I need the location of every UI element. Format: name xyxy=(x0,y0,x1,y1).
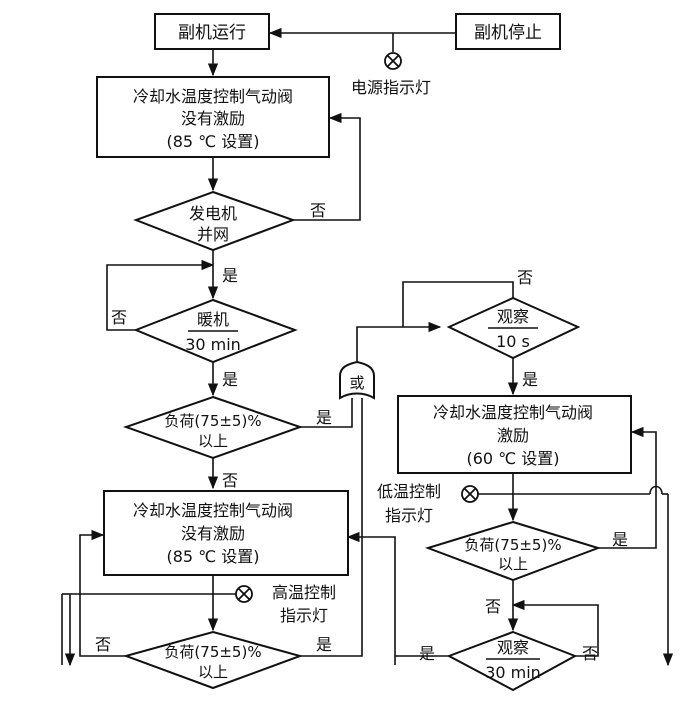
arrow-warmup-no-loop xyxy=(106,259,215,331)
arrow-observe30-no-loop xyxy=(511,599,599,657)
label-no-warmup: 否 xyxy=(111,308,127,327)
node-box-right: 冷却水温度控制气动阀 激励 (60 ℃ 设置) xyxy=(397,395,632,474)
box-mid-line-3: (85 ℃ 设置) xyxy=(167,547,260,566)
load1-line-1: 负荷(75±5)% xyxy=(164,412,261,430)
line-observe10-no-loop xyxy=(402,281,514,327)
load1-line-2: 以上 xyxy=(198,432,228,450)
label-no-generator: 否 xyxy=(310,201,326,220)
label-no-load1: 否 xyxy=(222,471,238,490)
node-aux-stop: 副机停止 xyxy=(455,13,561,50)
load2-line-1: 负荷(75±5)% xyxy=(164,643,261,661)
label-yes-generator: 是 xyxy=(222,266,238,285)
or-gate-label: 或 xyxy=(349,374,364,392)
arrow-load2-no-loop xyxy=(79,529,126,657)
observe30-line-1: 观察 xyxy=(497,638,529,657)
arrow-load3-yes-loop xyxy=(598,426,657,549)
low-temp-lamp-label-2: 指示灯 xyxy=(385,506,433,525)
high-temp-lamp-label-2: 指示灯 xyxy=(280,606,328,625)
arrow-generator-no-loop xyxy=(293,112,361,221)
label-no-observe30: 否 xyxy=(582,644,598,663)
label-yes-load2: 是 xyxy=(316,635,332,654)
box-right-line-3: (60 ℃ 设置) xyxy=(467,449,560,468)
observe30-line-2: 30 min xyxy=(485,663,541,682)
load3-line-1: 负荷(75±5)% xyxy=(464,536,561,554)
box-right-line-1: 冷却水温度控制气动阀 xyxy=(433,403,593,422)
label-yes-warmup: 是 xyxy=(222,370,238,389)
connectors xyxy=(61,27,674,667)
box-mid-line-1: 冷却水温度控制气动阀 xyxy=(133,501,293,520)
or-gate: 或 xyxy=(339,360,375,400)
observe10-line-1: 观察 xyxy=(497,307,529,326)
warmup-line-1: 暖机 xyxy=(197,310,229,329)
node-box-top: 冷却水温度控制气动阀 没有激励 (85 ℃ 设置) xyxy=(96,76,330,158)
label-yes-observe30: 是 xyxy=(419,644,435,663)
box-right-line-2: 激励 xyxy=(497,426,529,445)
box-top-line-1: 冷却水温度控制气动阀 xyxy=(133,87,293,106)
high-temp-lamp-icon xyxy=(235,585,253,603)
decision-warmup: 暖机 30 min xyxy=(133,298,298,364)
low-temp-lamp-icon xyxy=(461,485,479,503)
decision-observe-30min: 观察 30 min xyxy=(446,630,578,692)
label-no-load2: 否 xyxy=(95,635,111,654)
decision-generator: 发电机 并网 xyxy=(133,190,296,252)
line-load1-yes xyxy=(300,398,353,428)
generator-line-1: 发电机 xyxy=(189,204,237,223)
load2-line-2: 以上 xyxy=(198,663,228,681)
box-top-line-3: (85 ℃ 设置) xyxy=(167,132,260,151)
high-temp-lamp-label-1: 高温控制 xyxy=(272,583,336,602)
decision-load-3: 负荷(75±5)% 以上 xyxy=(424,520,602,582)
line-load2-yes xyxy=(300,398,363,657)
node-aux-run: 副机运行 xyxy=(154,13,270,50)
power-lamp-label: 电源指示灯 xyxy=(351,78,431,97)
power-lamp-icon xyxy=(384,52,402,70)
generator-line-2: 并网 xyxy=(197,225,229,244)
arrow-obs30-yes-to-box xyxy=(346,531,396,665)
label-no-observe10: 否 xyxy=(517,268,533,287)
box-mid-line-2: 没有激励 xyxy=(181,524,245,543)
label-yes-observe10: 是 xyxy=(522,370,538,389)
observe10-line-2: 10 s xyxy=(496,332,530,351)
decision-load-2: 负荷(75±5)% 以上 xyxy=(122,630,304,690)
box-top-line-2: 没有激励 xyxy=(181,109,245,128)
branch-labels: 否 是 否 是 是 否 否 是 否 是 是 否 是 否 xyxy=(95,201,628,663)
decision-load-1: 负荷(75±5)% 以上 xyxy=(122,395,304,460)
aux-stop-text: 副机停止 xyxy=(474,23,542,43)
decision-observe-10s: 观察 10 s xyxy=(446,296,581,360)
warmup-line-2: 30 min xyxy=(185,335,241,354)
aux-run-text: 副机运行 xyxy=(178,23,246,43)
label-yes-load1: 是 xyxy=(316,408,332,427)
label-no-load3: 否 xyxy=(485,597,501,616)
node-box-mid-left: 冷却水温度控制气动阀 没有激励 (85 ℃ 设置) xyxy=(103,490,349,576)
label-yes-load3: 是 xyxy=(612,530,628,549)
low-temp-lamp-label-1: 低温控制 xyxy=(377,482,441,501)
load3-line-2: 以上 xyxy=(498,555,528,573)
arrow-or-to-observe xyxy=(356,321,442,368)
